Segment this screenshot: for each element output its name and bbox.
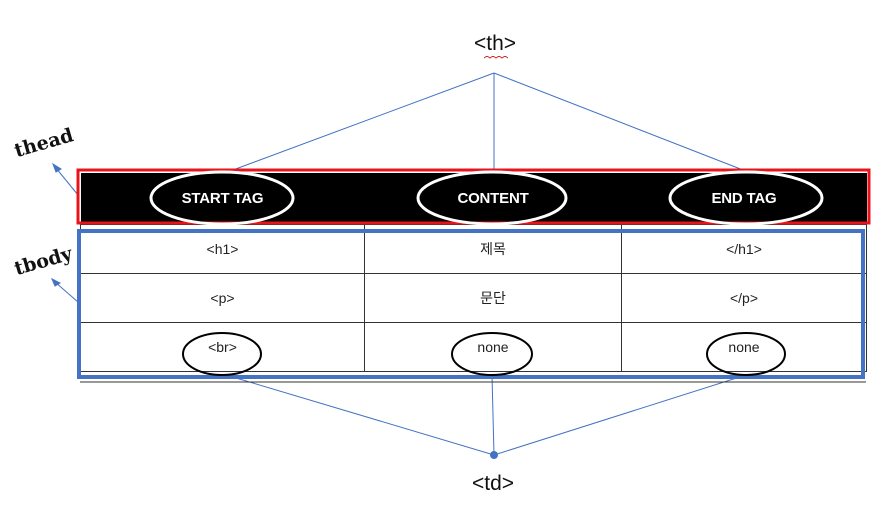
header-start-tag: START TAG: [181, 190, 264, 207]
table-cell: </h1>: [621, 224, 867, 274]
table-cell: </p>: [621, 273, 867, 323]
header-cell: CONTENT: [364, 173, 622, 225]
table-row: <br> none none: [80, 322, 867, 372]
cell-text: <br>: [208, 339, 237, 355]
table-cell: 문단: [364, 273, 622, 323]
header-end-tag: END TAG: [711, 190, 777, 207]
th-tag-label: <th>: [473, 32, 517, 55]
cell-text: 문단: [480, 290, 506, 306]
cell-text: <h1>: [206, 241, 239, 257]
th-connector-right: [493, 72, 744, 171]
td-connector-dot: [490, 451, 498, 459]
table-cell: <p>: [80, 273, 365, 323]
table-row: <p> 문단 </p>: [80, 273, 867, 323]
cell-text: none: [728, 339, 760, 355]
td-connector-middle: [491, 374, 495, 456]
header-row: START TAG CONTENT END TAG: [80, 173, 867, 225]
table-cell: <br>: [80, 322, 365, 372]
header-cell: END TAG: [621, 173, 867, 225]
table-body: <h1> 제목 </h1> <p> 문단 </p> <br> none none: [80, 224, 867, 372]
td-tag-label: <td>: [471, 472, 515, 495]
table-cell: none: [364, 322, 622, 372]
cell-text: <p>: [210, 290, 235, 306]
table-cell: <h1>: [80, 224, 365, 274]
th-connector-left: [232, 72, 495, 171]
td-connectors: [225, 374, 747, 456]
td-connector-right: [493, 374, 747, 456]
cell-text: none: [477, 339, 509, 355]
table-cell: 제목: [364, 224, 622, 274]
cell-text: 제목: [480, 241, 506, 257]
cell-text: </h1>: [726, 241, 762, 257]
tbody-arrow: [51, 277, 79, 303]
th-spell-squiggle: [484, 56, 508, 59]
thead-arrow: [52, 162, 79, 196]
th-connectors: [232, 72, 744, 171]
tag-table: START TAG CONTENT END TAG <h1> 제목 </h1> …: [80, 173, 867, 372]
table-head: START TAG CONTENT END TAG: [80, 173, 867, 225]
header-cell: START TAG: [80, 173, 365, 225]
table-cell: none: [621, 322, 867, 372]
cell-text: </p>: [729, 290, 759, 306]
table-row: <h1> 제목 </h1>: [80, 224, 867, 274]
header-content: CONTENT: [457, 190, 529, 207]
td-connector-left: [225, 374, 495, 456]
